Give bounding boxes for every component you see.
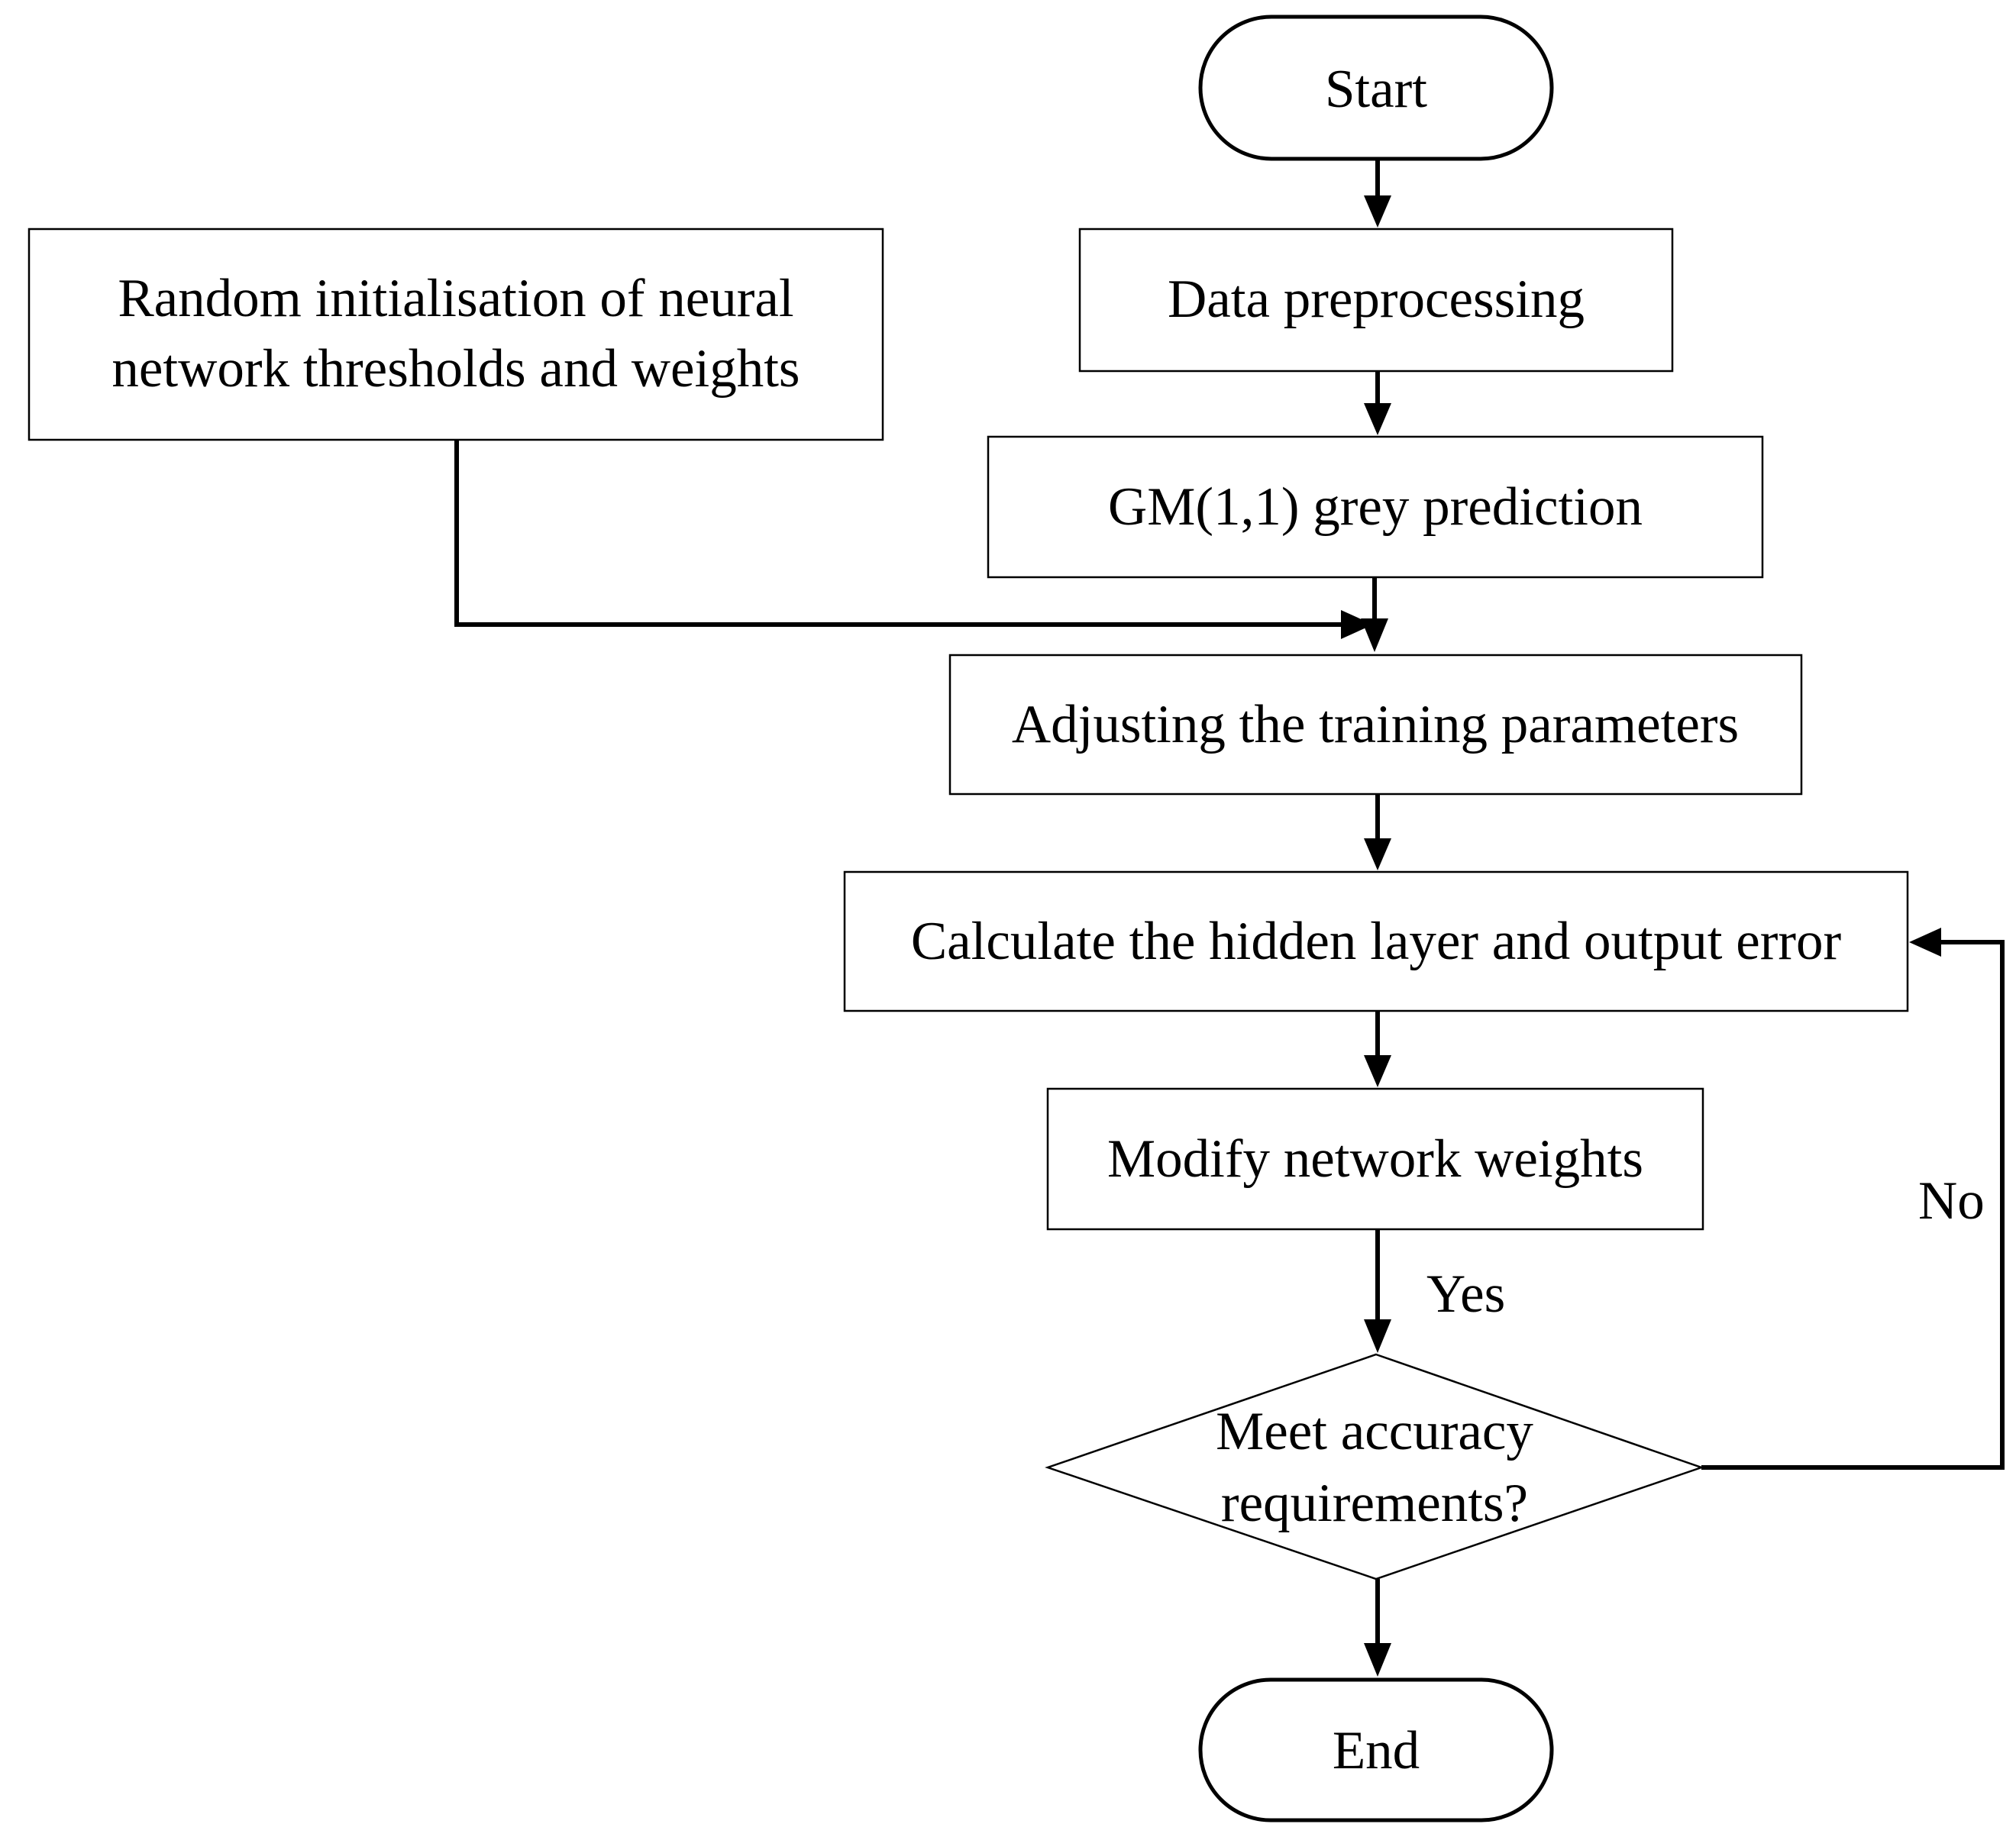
end-node: End: [1198, 1677, 1554, 1822]
data-preprocessing-node: Data preprocessing: [1078, 228, 1674, 373]
arrow-calc-error-to-modify: [1364, 1011, 1391, 1087]
accuracy-check-label-line-2: requirements?: [1221, 1474, 1528, 1533]
modify-weights-node: Modify network weights: [1046, 1087, 1704, 1231]
accuracy-check-node: Meet accuracy requirements?: [1045, 1353, 1704, 1580]
random-init-label-line-2: network thresholds and weights: [111, 339, 800, 399]
calc-error-label: Calculate the hidden layer and output er…: [911, 912, 1842, 971]
start-label: Start: [1325, 60, 1427, 119]
adjust-params-label: Adjusting the training parameters: [1012, 695, 1739, 754]
accuracy-check-label-line-1: Meet accuracy: [1216, 1402, 1533, 1461]
arrow-modify-to-decision: [1364, 1229, 1391, 1353]
gm-prediction-node: GM(1,1) grey prediction: [987, 435, 1764, 579]
arrow-decision-to-end: [1364, 1579, 1391, 1677]
arrow-random-init-to-adjust: [454, 440, 1373, 639]
start-node: Start: [1198, 15, 1554, 161]
arrow-start-to-preprocessing: [1364, 159, 1391, 228]
adjust-params-node: Adjusting the training parameters: [948, 654, 1803, 796]
arrow-preprocessing-to-gm: [1364, 371, 1391, 435]
no-edge-label: No: [1918, 1171, 1985, 1231]
random-init-node: Random initialisation of neural network …: [27, 228, 884, 441]
modify-weights-label: Modify network weights: [1107, 1129, 1643, 1189]
gm-prediction-label: GM(1,1) grey prediction: [1108, 477, 1643, 537]
arrow-adjust-to-calc-error: [1364, 794, 1391, 870]
end-label: End: [1333, 1721, 1420, 1781]
arrow-gm-to-adjust: [1361, 577, 1388, 652]
data-preprocessing-label: Data preprocessing: [1168, 270, 1585, 329]
random-init-label-line-1: Random initialisation of neural: [118, 269, 793, 328]
calc-error-node: Calculate the hidden layer and output er…: [843, 870, 1909, 1012]
yes-edge-label: Yes: [1426, 1264, 1505, 1324]
arrow-no-loop-to-calc-error: [1701, 928, 2005, 1470]
